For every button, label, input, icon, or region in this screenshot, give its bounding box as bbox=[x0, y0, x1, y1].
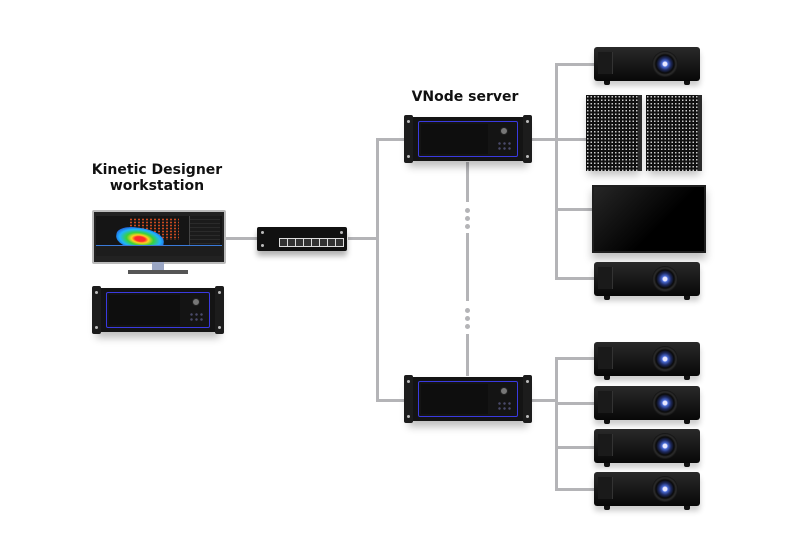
lens-icon bbox=[652, 51, 678, 77]
ellipsis-dot bbox=[465, 308, 470, 313]
lens-icon bbox=[652, 433, 678, 459]
connector-bus-server1 bbox=[376, 138, 406, 141]
connector-to-projector-6 bbox=[555, 488, 595, 491]
connector-outputs2-vertical bbox=[555, 357, 558, 491]
projector-4 bbox=[594, 386, 700, 424]
switch-port bbox=[335, 238, 344, 247]
connector-server-chain-3 bbox=[466, 334, 469, 376]
connector-switch-bus bbox=[348, 237, 378, 240]
monitor-stand-neck bbox=[152, 262, 164, 270]
connector-to-projector-3 bbox=[555, 357, 595, 360]
ellipsis-dot bbox=[465, 316, 470, 321]
connector-server-chain-1 bbox=[466, 162, 469, 202]
workstation-monitor bbox=[92, 210, 226, 264]
display-screen bbox=[592, 185, 706, 253]
connector-to-projector-4 bbox=[555, 402, 595, 405]
vnode-server-label: VNode server bbox=[411, 89, 519, 105]
projector-2 bbox=[594, 262, 700, 300]
connector-monitor-switch bbox=[225, 237, 260, 240]
connector-bus-servern bbox=[376, 399, 406, 402]
vnode-server-n bbox=[404, 375, 532, 423]
connector-to-display bbox=[555, 208, 593, 211]
connector-server-chain-2 bbox=[466, 233, 469, 301]
connector-to-projector-5 bbox=[555, 446, 595, 449]
ellipsis-dot bbox=[465, 208, 470, 213]
monitor-stand-base bbox=[128, 270, 188, 274]
connector-server-bus-vertical bbox=[376, 138, 379, 402]
workstation-label: Kinetic Designer workstation bbox=[82, 162, 232, 194]
workstation-label-line1: Kinetic Designer bbox=[91, 162, 223, 178]
network-switch bbox=[257, 227, 347, 251]
connector-to-projector-2 bbox=[555, 277, 595, 280]
projector-6 bbox=[594, 472, 700, 510]
lens-icon bbox=[652, 390, 678, 416]
led-panel-1 bbox=[586, 95, 642, 171]
lens-icon bbox=[652, 266, 678, 292]
ellipsis-dot bbox=[465, 216, 470, 221]
connector-to-projector-1 bbox=[555, 63, 595, 66]
vnode-server-1 bbox=[404, 115, 532, 163]
ellipsis-dot bbox=[465, 324, 470, 329]
connector-servern-out bbox=[528, 399, 558, 402]
ui-timeline bbox=[96, 245, 222, 256]
workstation-computer bbox=[92, 286, 224, 334]
connector-to-led-wall bbox=[555, 138, 587, 141]
projector-1 bbox=[594, 47, 700, 85]
ellipsis-dot bbox=[465, 224, 470, 229]
projector-5 bbox=[594, 429, 700, 467]
lens-icon bbox=[652, 476, 678, 502]
connector-outputs1-vertical bbox=[555, 63, 558, 279]
connector-server1-out bbox=[528, 138, 558, 141]
projector-3 bbox=[594, 342, 700, 380]
led-panel-2 bbox=[646, 95, 702, 171]
workstation-label-line2: workstation bbox=[109, 178, 205, 194]
lens-icon bbox=[652, 346, 678, 372]
